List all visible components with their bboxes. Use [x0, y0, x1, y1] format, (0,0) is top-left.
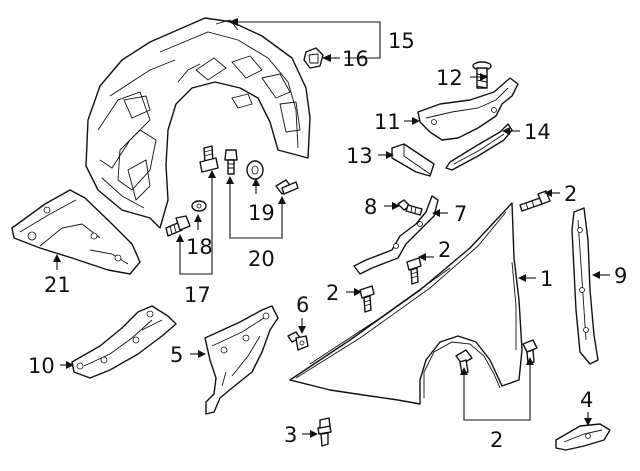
callout-5: 5: [170, 343, 183, 367]
fender-liner: [85, 17, 311, 229]
callout-8: 8: [364, 195, 377, 219]
callout-7: 7: [454, 202, 467, 226]
callout-17: 17: [184, 283, 211, 307]
callout-1: 1: [540, 267, 553, 291]
trim-strip: [445, 123, 513, 171]
callout-10: 10: [28, 354, 55, 378]
callout-6: 6: [296, 293, 309, 317]
fasteners: [165, 61, 551, 447]
bolt-2-bottom-right: [522, 339, 538, 365]
nut-6: [287, 331, 309, 351]
bolt-20-left: [224, 149, 238, 175]
callout-4: 4: [580, 388, 593, 412]
bolt-2-top: [519, 190, 551, 212]
callout-2-left: 2: [326, 281, 339, 305]
grommet-19: [246, 160, 264, 180]
screw-20-right: [275, 179, 299, 195]
liner-clip: [303, 47, 324, 69]
callout-20: 20: [248, 247, 275, 271]
callout-labels: 1 2 2 2 2 3 4 5 6 7 8 9 10 11 12 13 14 1…: [28, 29, 627, 452]
mounting-bracket: [204, 305, 279, 415]
callout-14: 14: [524, 120, 551, 144]
callout-16: 16: [342, 47, 369, 71]
lower-bracket: [71, 305, 177, 379]
callout-21: 21: [44, 273, 71, 297]
callout-3: 3: [284, 423, 297, 447]
callout-2-center: 2: [438, 238, 451, 262]
bolt-17-left: [165, 215, 191, 237]
bolt-2-center: [406, 257, 422, 285]
callout-13: 13: [346, 144, 373, 168]
bolt-8: [397, 199, 423, 216]
callout-9: 9: [614, 264, 627, 288]
leader-lines: [53, 18, 610, 438]
support-bracket: [353, 195, 439, 275]
fender-seal: [571, 207, 599, 365]
upper-bracket: [417, 77, 519, 141]
callout-15: 15: [388, 29, 415, 53]
splash-shield: [11, 189, 141, 275]
fender-panel: [289, 202, 523, 405]
bolt-17-right: [199, 145, 219, 173]
rivet-18: [191, 200, 207, 212]
small-bracket: [555, 423, 611, 451]
callout-18: 18: [186, 235, 213, 259]
callout-19: 19: [248, 201, 275, 225]
callout-12: 12: [436, 66, 463, 90]
callout-2-top-right: 2: [564, 182, 577, 206]
callout-11: 11: [374, 110, 401, 134]
callout-2-bottom: 2: [490, 428, 503, 452]
bolt-2-left: [359, 285, 375, 313]
clip-3: [317, 417, 332, 447]
spacer-block: [391, 143, 435, 177]
